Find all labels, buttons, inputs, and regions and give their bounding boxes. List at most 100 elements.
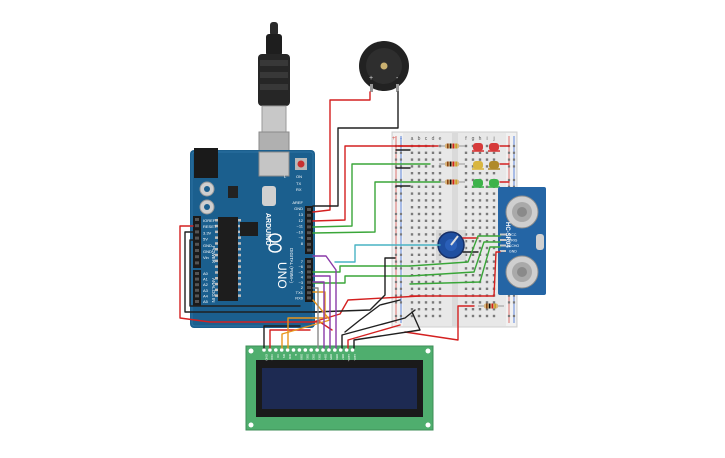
digital-pin-label-b-3: 4 <box>301 275 304 280</box>
tx-label: TX <box>296 181 301 186</box>
arduino-uno-board[interactable]: ARDUINO UNO DIGITAL (PWM~) POWER ANALOG … <box>190 148 315 328</box>
wire-red-25 <box>179 225 333 331</box>
wire-purple-34 <box>312 281 325 349</box>
center-channel <box>452 133 458 326</box>
header-holes <box>195 208 311 303</box>
wire-orange-31 <box>287 291 326 349</box>
lcd-pin-label-0: GND <box>264 354 268 362</box>
digital-pin-label-0: 13 <box>299 212 304 217</box>
lcd-pin-label-7: DB1 <box>306 354 310 360</box>
bb-col-e: e <box>439 136 442 142</box>
wire-green-19 <box>312 265 411 273</box>
wire-red-37 <box>347 324 401 349</box>
bb-col-h: h <box>479 136 482 142</box>
wire-red-0 <box>312 91 371 213</box>
power-pin-label-1: RESET <box>203 224 217 229</box>
rail-plus-label: + <box>392 136 396 142</box>
sensor-transducer-top <box>505 195 539 229</box>
bb-col-j: j <box>492 136 494 142</box>
wire-green-4 <box>312 163 431 228</box>
lcd-pin-label-6: DB0 <box>300 354 304 360</box>
digital-pin-label-b-0: 7 <box>301 259 304 264</box>
sensor-pin-label-0: VCC <box>509 233 517 237</box>
resistors <box>439 143 504 309</box>
wire-black-26 <box>184 231 321 313</box>
bb-col-b: b <box>418 136 421 142</box>
arduino-logo <box>268 233 282 253</box>
wire-green-15 <box>409 235 501 267</box>
chip-pins <box>215 219 241 297</box>
sensor-pin-label-2: ECHO <box>509 244 519 248</box>
resistor-icon-lower <box>478 303 504 309</box>
lcd-pin-label-10: DB4 <box>323 354 327 360</box>
power-pin-label-0: IOREF <box>203 218 216 223</box>
lcd-pin-label-9: DB3 <box>317 354 321 360</box>
lcd-pin-label-2: V0 <box>276 354 280 358</box>
analog-header <box>193 270 201 306</box>
digital-header-lower <box>305 258 313 302</box>
sensor-model-label: HC-SR04 <box>504 222 510 248</box>
analog-pin-label-2: A2 <box>203 282 209 287</box>
digital-pin-label-b-7: RX0 <box>295 295 304 300</box>
led-icon-yellow-1 <box>472 161 484 170</box>
led-icon-red-1 <box>472 143 484 152</box>
lcd-pin-label-8: DB2 <box>312 354 316 360</box>
power-header <box>193 216 201 268</box>
wire-black-38 <box>353 311 421 349</box>
lcd-pin-label-3: RS <box>282 354 286 358</box>
wire-purple-33 <box>312 255 337 349</box>
digital-pin-label-5: 8 <box>301 241 304 246</box>
digital-pin-label-1: 12 <box>299 218 304 223</box>
arduino-brand-label: ARDUINO <box>264 213 271 246</box>
digital-pin-label-b-2: ~5 <box>298 269 303 274</box>
lcd-pin-label-12: DB6 <box>335 354 339 360</box>
sensor-pin-label-1: TRIG <box>509 239 518 243</box>
power-section-label: POWER <box>211 246 216 264</box>
piezo-buzzer[interactable]: + - <box>359 41 409 92</box>
led-icon-yellow-2 <box>488 161 500 170</box>
wire-green-20 <box>312 275 411 284</box>
bb-col-a: a <box>411 136 414 142</box>
wire-green-17 <box>409 246 501 285</box>
digital-pin-label-b-5: 2 <box>301 285 304 290</box>
wire-red-24 <box>404 305 475 341</box>
gnd-pin-label: GND <box>294 206 303 211</box>
sensor-pin-label-3: GND <box>509 250 517 254</box>
digital-pin-label-b-4: ~3 <box>298 280 303 285</box>
lcd-pin-label-4: RW <box>288 354 292 359</box>
wire-green-5 <box>312 181 441 234</box>
analog-pin-label-0: A0 <box>203 271 209 276</box>
lcd-pin-label-5: E <box>294 354 298 356</box>
wire-black-27 <box>189 239 301 307</box>
digital-section-label: DIGITAL (PWM~) <box>289 248 294 283</box>
resistor-icon-green-led <box>439 179 465 185</box>
lcd-pin-label-14: LED+ <box>347 354 351 362</box>
buzzer-minus-label: - <box>396 75 399 82</box>
lcd-pin-label-1: VCC <box>270 354 274 361</box>
power-pin-label-3: 5V <box>203 237 208 242</box>
lcd-pin-label-13: DB7 <box>341 354 345 360</box>
leds <box>472 143 500 188</box>
analog-pin-label-5: A5 <box>203 299 209 304</box>
wire-purple-32 <box>312 275 331 349</box>
analog-pin-label-4: A4 <box>203 293 209 298</box>
digital-header-upper <box>305 206 313 254</box>
usb-plug-icon[interactable] <box>258 22 290 155</box>
wire-black-22 <box>312 257 396 313</box>
potentiometer-knob-icon[interactable] <box>436 230 466 260</box>
resistor-icon-yellow-led <box>439 161 465 167</box>
bb-col-d: d <box>432 136 435 142</box>
sensor-transducer-bottom <box>505 255 539 289</box>
digital-pin-label-3: ~10 <box>296 229 304 234</box>
lcd-screen <box>262 368 417 409</box>
arduino-model-label: UNO <box>275 262 289 289</box>
lcd-pin-label-15: LED- <box>353 354 357 361</box>
digital-pin-label-2: ~11 <box>297 224 304 229</box>
